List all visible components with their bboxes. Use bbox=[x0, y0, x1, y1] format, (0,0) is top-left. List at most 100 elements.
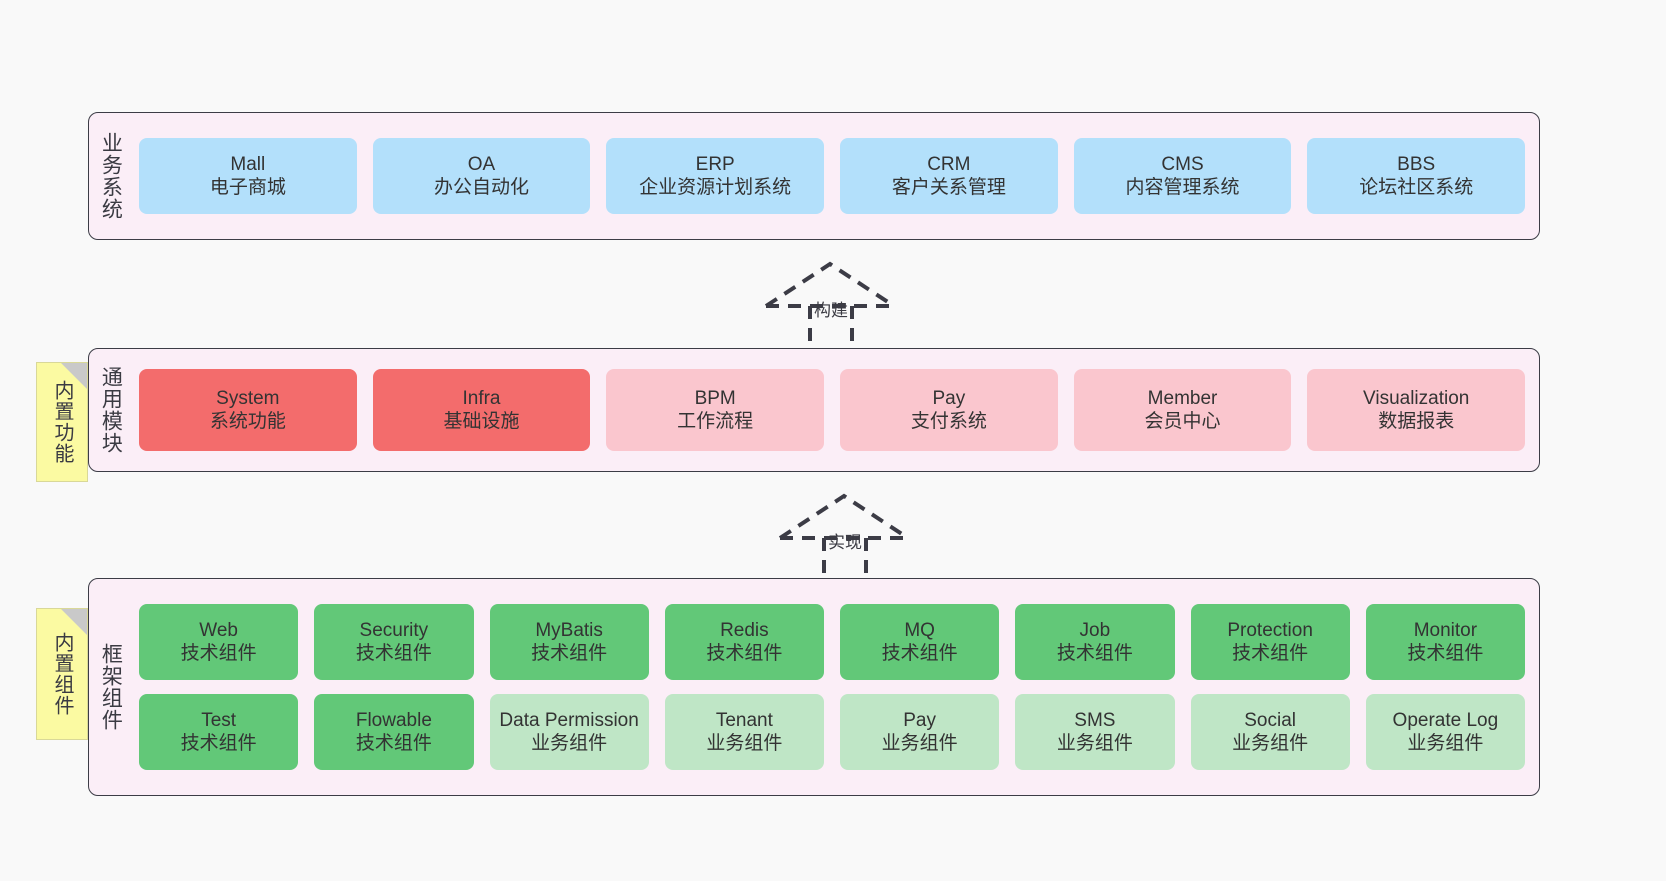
arrowhead-triangle-open-icon bbox=[778, 493, 910, 540]
node-title: Monitor bbox=[1413, 619, 1478, 641]
node-title: Visualization bbox=[1363, 387, 1470, 409]
node-subtitle: 业务组件 bbox=[531, 733, 608, 754]
node-protection[interactable]: Protection 技术组件 bbox=[1190, 604, 1350, 680]
node-title: Protection bbox=[1227, 619, 1313, 641]
node-title: Infra bbox=[462, 387, 501, 409]
node-title: Operate Log bbox=[1392, 709, 1499, 731]
node-title: BPM bbox=[694, 387, 736, 409]
node-test[interactable]: Test 技术组件 bbox=[139, 694, 299, 770]
node-subtitle: 业务组件 bbox=[706, 733, 783, 754]
node-title: Web bbox=[199, 619, 238, 641]
node-pay-component[interactable]: Pay 业务组件 bbox=[840, 694, 1000, 770]
layer-business[interactable]: 业务系统 Mall 电子商城 OA 办公自动化 ERP 企业资源计划系统 CRM… bbox=[88, 112, 1540, 240]
node-title: MQ bbox=[904, 619, 935, 641]
node-title: Social bbox=[1244, 709, 1296, 731]
node-title: SMS bbox=[1074, 709, 1116, 731]
page-fold-icon bbox=[61, 609, 87, 635]
layer-business-body: Mall 电子商城 OA 办公自动化 ERP 企业资源计划系统 CRM 客户关系… bbox=[131, 113, 1539, 239]
node-subtitle: 业务组件 bbox=[881, 733, 958, 754]
connector-build: 构建 bbox=[758, 258, 918, 348]
node-security[interactable]: Security 技术组件 bbox=[314, 604, 474, 680]
node-title: Test bbox=[201, 709, 237, 731]
node-mall[interactable]: Mall 电子商城 bbox=[139, 138, 357, 214]
node-subtitle: 数据报表 bbox=[1378, 411, 1455, 432]
node-system[interactable]: System 系统功能 bbox=[139, 369, 357, 451]
layer-business-row: Mall 电子商城 OA 办公自动化 ERP 企业资源计划系统 CRM 客户关系… bbox=[139, 138, 1526, 214]
node-subtitle: 技术组件 bbox=[531, 643, 608, 664]
sticky-note-label: 内置功能 bbox=[51, 380, 73, 464]
node-subtitle: 电子商城 bbox=[209, 177, 286, 198]
node-title: System bbox=[216, 387, 280, 409]
node-title: Security bbox=[359, 619, 429, 641]
node-data-permission[interactable]: Data Permission 业务组件 bbox=[489, 694, 649, 770]
node-visualization[interactable]: Visualization 数据报表 bbox=[1307, 369, 1526, 451]
connector-implement-label: 实现 bbox=[828, 533, 862, 552]
node-title: Member bbox=[1147, 387, 1218, 409]
node-subtitle: 业务组件 bbox=[1407, 733, 1484, 754]
node-member[interactable]: Member 会员中心 bbox=[1073, 369, 1292, 451]
node-subtitle: 技术组件 bbox=[180, 733, 257, 754]
layer-framework[interactable]: 框架组件 Web 技术组件 Security 技术组件 MyBatis 技术组件… bbox=[88, 578, 1540, 796]
node-subtitle: 客户关系管理 bbox=[891, 177, 1006, 198]
layer-framework-body: Web 技术组件 Security 技术组件 MyBatis 技术组件 Redi… bbox=[131, 579, 1539, 795]
node-job[interactable]: Job 技术组件 bbox=[1015, 604, 1175, 680]
node-sms[interactable]: SMS 业务组件 bbox=[1015, 694, 1175, 770]
node-mq[interactable]: MQ 技术组件 bbox=[840, 604, 1000, 680]
page-fold-icon bbox=[61, 363, 87, 389]
layer-modules-row: System 系统功能 Infra 基础设施 BPM 工作流程 Pay 支付系统… bbox=[139, 369, 1526, 451]
node-redis[interactable]: Redis 技术组件 bbox=[664, 604, 824, 680]
node-erp[interactable]: ERP 企业资源计划系统 bbox=[606, 138, 825, 214]
node-subtitle: 技术组件 bbox=[180, 643, 257, 664]
layer-modules[interactable]: 通用模块 System 系统功能 Infra 基础设施 BPM 工作流程 Pay… bbox=[88, 348, 1540, 472]
node-oa[interactable]: OA 办公自动化 bbox=[372, 138, 591, 214]
layer-framework-row-tech: Web 技术组件 Security 技术组件 MyBatis 技术组件 Redi… bbox=[139, 604, 1525, 680]
node-pay-module[interactable]: Pay 支付系统 bbox=[840, 369, 1058, 451]
node-title: Tenant bbox=[715, 709, 773, 731]
layer-modules-body: System 系统功能 Infra 基础设施 BPM 工作流程 Pay 支付系统… bbox=[131, 349, 1539, 471]
node-title: CMS bbox=[1161, 153, 1204, 175]
layer-business-title: 业务系统 bbox=[99, 132, 123, 220]
sticky-note-label: 内置组件 bbox=[51, 632, 73, 716]
node-title: BBS bbox=[1397, 153, 1436, 175]
node-subtitle: 内容管理系统 bbox=[1125, 177, 1240, 198]
node-title: Job bbox=[1079, 619, 1111, 641]
node-subtitle: 办公自动化 bbox=[434, 177, 530, 198]
node-subtitle: 论坛社区系统 bbox=[1359, 177, 1474, 198]
node-subtitle: 技术组件 bbox=[1232, 643, 1309, 664]
connector-implement: 实现 bbox=[772, 490, 932, 580]
node-subtitle: 企业资源计划系统 bbox=[639, 177, 792, 198]
node-title: Flowable bbox=[355, 709, 432, 731]
node-title: ERP bbox=[695, 153, 735, 175]
node-title: OA bbox=[467, 153, 496, 175]
node-cms[interactable]: CMS 内容管理系统 bbox=[1073, 138, 1292, 214]
node-title: MyBatis bbox=[535, 619, 603, 641]
node-social[interactable]: Social 业务组件 bbox=[1190, 694, 1350, 770]
node-web[interactable]: Web 技术组件 bbox=[139, 604, 299, 680]
node-subtitle: 技术组件 bbox=[355, 643, 432, 664]
node-subtitle: 系统功能 bbox=[209, 411, 286, 432]
node-title: Redis bbox=[720, 619, 769, 641]
node-crm[interactable]: CRM 客户关系管理 bbox=[840, 138, 1058, 214]
node-subtitle: 工作流程 bbox=[677, 411, 754, 432]
node-flowable[interactable]: Flowable 技术组件 bbox=[314, 694, 474, 770]
node-subtitle: 基础设施 bbox=[443, 411, 520, 432]
node-bbs[interactable]: BBS 论坛社区系统 bbox=[1307, 138, 1526, 214]
node-infra[interactable]: Infra 基础设施 bbox=[372, 369, 591, 451]
node-subtitle: 会员中心 bbox=[1144, 411, 1221, 432]
node-subtitle: 技术组件 bbox=[1407, 643, 1484, 664]
node-tenant[interactable]: Tenant 业务组件 bbox=[664, 694, 824, 770]
node-mybatis[interactable]: MyBatis 技术组件 bbox=[489, 604, 649, 680]
node-title: Data Permission bbox=[499, 709, 639, 731]
node-subtitle: 业务组件 bbox=[1056, 733, 1133, 754]
sticky-note-builtin-features: 内置功能 bbox=[36, 362, 88, 482]
layer-modules-title: 通用模块 bbox=[99, 366, 123, 454]
sticky-note-builtin-components: 内置组件 bbox=[36, 608, 88, 740]
layer-framework-title: 框架组件 bbox=[99, 643, 123, 731]
node-subtitle: 业务组件 bbox=[1232, 733, 1309, 754]
connector-build-label: 构建 bbox=[814, 301, 848, 320]
node-monitor[interactable]: Monitor 技术组件 bbox=[1365, 604, 1525, 680]
node-bpm[interactable]: BPM 工作流程 bbox=[606, 369, 825, 451]
node-subtitle: 支付系统 bbox=[910, 411, 987, 432]
layer-framework-row-biz: Test 技术组件 Flowable 技术组件 Data Permission … bbox=[139, 694, 1525, 770]
node-operate-log[interactable]: Operate Log 业务组件 bbox=[1365, 694, 1525, 770]
